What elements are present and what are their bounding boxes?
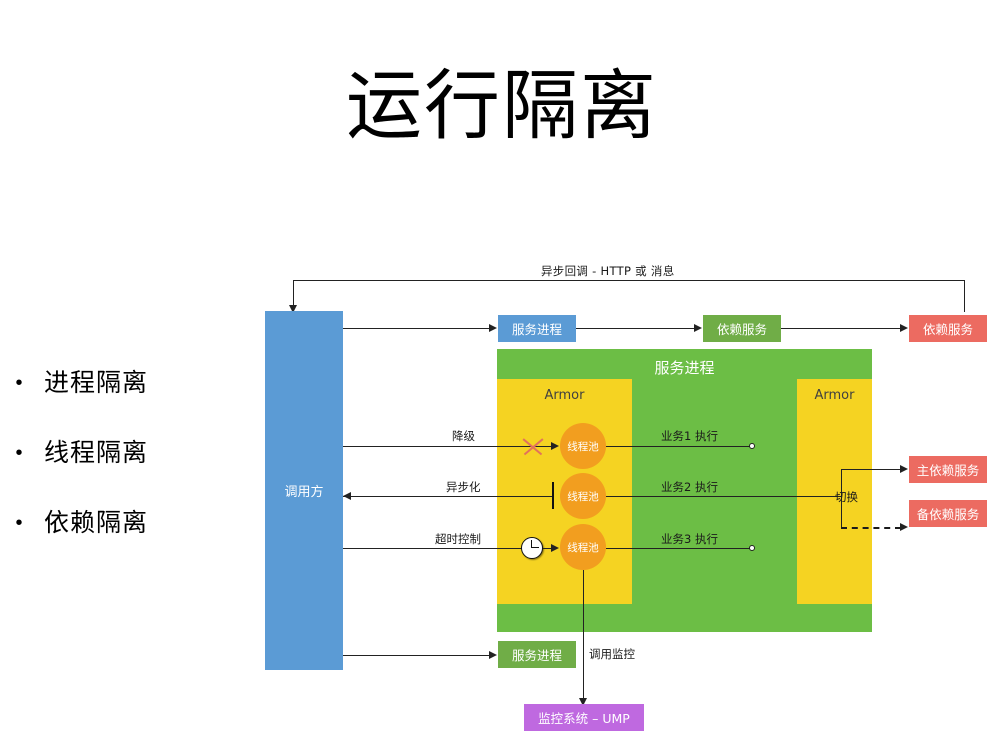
primary-dependency-box[interactable]: 主依赖服务 [909,456,987,483]
dependency-service-green-box[interactable]: 依赖服务 [703,315,781,342]
dependency-service-red-box[interactable]: 依赖服务 [909,315,987,342]
degradation-line [343,446,552,447]
dependency-to-dependency-line [781,328,901,329]
timeout-line [343,548,522,549]
degradation-arrowhead-icon [551,441,559,450]
switch-to-primary-arrowhead-icon [900,464,908,473]
caller-to-service-line [343,328,490,329]
clock-icon [521,537,543,559]
caller-to-bottom-service-line [343,655,490,656]
page-title: 运行隔离 [346,61,658,150]
business-2-line [606,496,841,497]
business-1-label: 业务1 执行 [661,429,718,443]
thread-pool-2[interactable]: 线程池 [560,473,606,519]
business-3-endpoint-icon [749,545,755,551]
business-2-label: 业务2 执行 [661,480,718,494]
switch-vertical-line [841,469,842,527]
list-item: • 进程隔离 [10,348,250,418]
backup-dependency-box[interactable]: 备依赖服务 [909,500,987,527]
thread-pool-1[interactable]: 线程池 [560,423,606,469]
armor-right-box: Armor [797,379,872,604]
async-arrowhead-icon [343,491,351,500]
list-item: • 线程隔离 [10,418,250,488]
service-process-top-box[interactable]: 服务进程 [498,315,576,342]
monitor-vertical-line [583,570,584,701]
dependency-to-dependency-arrowhead-icon [900,323,908,332]
caller-box[interactable]: 调用方 [265,311,343,670]
callback-left-vertical-line [293,280,294,308]
bullet-label: 依赖隔离 [44,508,149,537]
timeout-label: 超时控制 [435,532,481,546]
async-callback-label: 异步回调 - HTTP 或 消息 [541,264,675,278]
bullet-marker-icon: • [15,512,23,534]
monitor-arrowhead-icon [578,698,587,706]
t-bar-block-icon [552,482,554,509]
service-process-bottom-box[interactable]: 服务进程 [498,641,576,668]
list-item: • 依赖隔离 [10,488,250,558]
red-x-icon [521,436,544,458]
thread-pool-3[interactable]: 线程池 [560,524,606,570]
callback-right-vertical-line [964,280,965,312]
switch-to-backup-arrowhead-icon [900,522,908,531]
switch-label: 切换 [835,490,858,504]
async-line [343,496,552,497]
business-3-line [606,548,750,549]
caller-to-bottom-service-arrowhead-icon [489,650,497,659]
switch-to-primary-line [841,469,901,470]
monitor-system-box[interactable]: 监控系统 – UMP [524,704,644,731]
business-1-endpoint-icon [749,443,755,449]
callback-arrowhead-icon [288,305,297,313]
bullet-marker-icon: • [15,372,23,394]
bullet-label: 进程隔离 [44,368,149,397]
monitor-link-label: 调用监控 [589,647,635,661]
caller-to-service-arrowhead-icon [489,323,497,332]
timeout-line-2 [543,548,552,549]
switch-to-backup-dashed-line [841,527,901,529]
service-to-dependency-arrowhead-icon [694,323,702,332]
async-label: 异步化 [446,480,481,494]
service-to-dependency-line [576,328,695,329]
timeout-arrowhead-icon [551,543,559,552]
bullet-list: • 进程隔离 • 线程隔离 • 依赖隔离 [10,348,250,558]
business-1-line [606,446,750,447]
bullet-label: 线程隔离 [44,438,149,467]
bullet-marker-icon: • [15,442,23,464]
callback-horizontal-line [293,280,965,281]
degradation-label: 降级 [452,429,475,443]
business-3-label: 业务3 执行 [661,532,718,546]
